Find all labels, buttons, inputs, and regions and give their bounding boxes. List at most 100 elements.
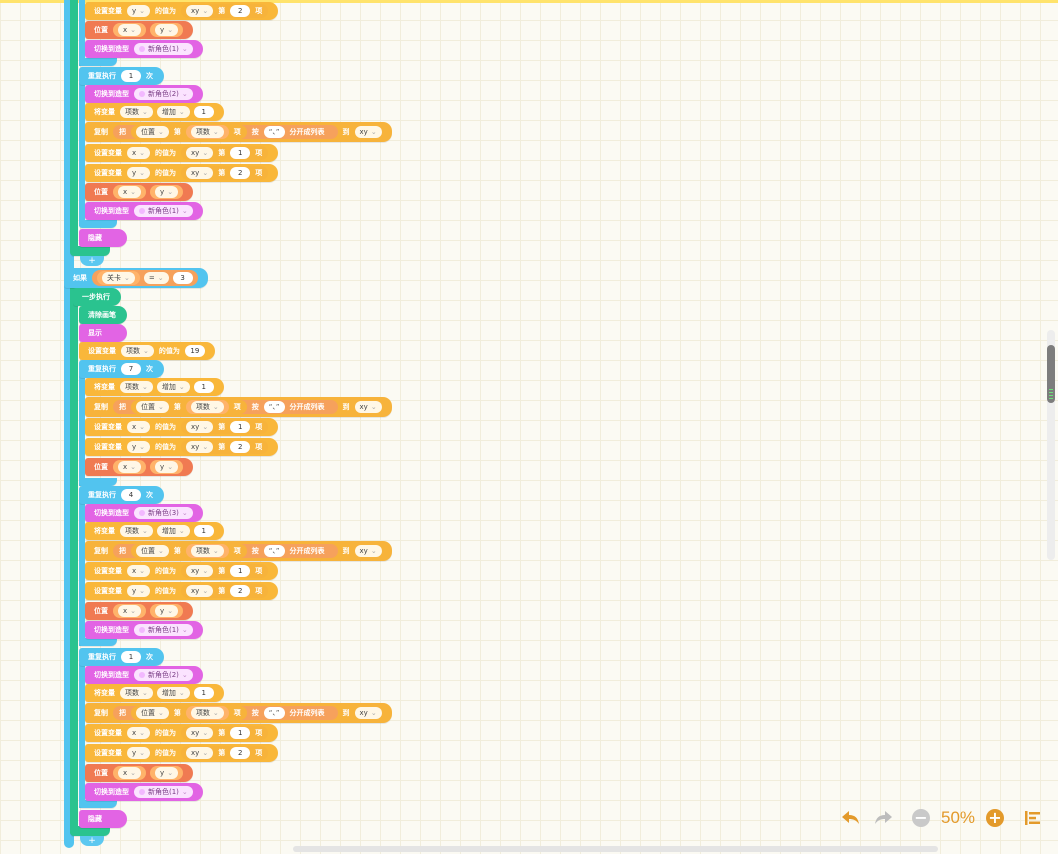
list-dropdown[interactable]: 位置 [136,401,169,413]
switch-costume-block[interactable]: 切换到造型 新角色(2) [85,85,203,103]
repeat-block[interactable]: 重复执行 4 次 [79,486,164,504]
index-reporter[interactable]: 项数 [185,125,229,139]
number-input[interactable]: 1 [193,687,214,699]
undo-icon[interactable] [840,807,862,829]
var-dropdown[interactable]: x [118,186,142,198]
switch-costume-block[interactable]: 切换到造型 新角色(1) [85,783,203,801]
repeat-block[interactable]: 重复执行 1 次 [79,67,164,85]
list-dropdown[interactable]: 位置 [136,707,169,719]
var-dropdown[interactable]: y [155,186,179,198]
list-dropdown[interactable]: xy [354,707,382,719]
redo-icon[interactable] [872,807,894,829]
var-dropdown[interactable]: y [155,767,179,779]
var-dropdown[interactable]: x [127,147,151,159]
set-var-block[interactable]: 设置变量 y 的值为 xy 第 2 项 [85,744,279,762]
y-reporter[interactable]: y [150,185,184,199]
number-input[interactable]: 4 [121,489,141,501]
costume-dropdown[interactable]: 新角色(2) [134,88,193,100]
delimiter-input[interactable]: “、” [263,707,285,719]
goto-xy-block[interactable]: 位置 x y [85,764,194,782]
number-input[interactable]: 1 [230,565,251,577]
goto-xy-block[interactable]: 位置 x y [85,21,194,39]
list-item-reporter[interactable]: xy 第 1 项 [181,420,269,434]
var-dropdown[interactable]: x [118,24,142,36]
var-dropdown[interactable]: 关卡 [102,272,135,284]
switch-costume-block[interactable]: 切换到造型 新角色(1) [85,202,203,220]
var-dropdown[interactable]: x [127,727,151,739]
var-dropdown[interactable]: 项数 [120,381,153,393]
vertical-scrollbar[interactable] [1047,345,1055,403]
set-var-block[interactable]: 设置变量 y 的值为 xy 第 2 项 [85,2,279,20]
var-dropdown[interactable]: x [118,461,142,473]
zoom-in-button[interactable]: + [986,809,1004,827]
var-dropdown[interactable]: y [155,461,179,473]
var-dropdown[interactable]: 项数 [190,545,224,557]
split-copy-block[interactable]: 复制 把 位置 第 项数 项 按 “、” 分开成列表 到 xy [85,397,392,417]
list-item-reporter[interactable]: 位置 第 项数 项 [131,706,247,720]
clear-pen-block[interactable]: 清除画笔 [79,306,127,324]
list-item-reporter[interactable]: xy 第 2 项 [181,440,269,454]
number-input[interactable]: 1 [193,381,214,393]
list-dropdown[interactable]: 位置 [136,126,169,138]
costume-dropdown[interactable]: 新角色(1) [134,786,193,798]
add-block-button-2[interactable]: + [80,836,104,846]
costume-dropdown[interactable]: 新角色(1) [134,624,193,636]
costume-dropdown[interactable]: 新角色(2) [134,669,193,681]
list-dropdown[interactable]: xy [186,421,214,433]
list-dropdown[interactable]: xy [186,747,214,759]
number-input[interactable]: 2 [230,167,251,179]
number-input[interactable]: 1 [121,651,141,663]
set-var-block[interactable]: 设置变量 y 的值为 xy 第 2 项 [85,582,279,600]
var-dropdown[interactable]: x [127,421,151,433]
list-item-reporter[interactable]: xy 第 2 项 [181,4,269,18]
change-var-block[interactable]: 将变量 项数 增加 1 [85,684,224,702]
var-dropdown[interactable]: y [127,167,151,179]
list-item-reporter[interactable]: 位置 第 项数 项 [131,125,247,139]
set-var-block[interactable]: 设置变量 y 的值为 xy 第 2 项 [85,438,279,456]
var-dropdown[interactable]: y [155,605,179,617]
split-copy-block[interactable]: 复制 把 位置 第 项数 项 按 “、” 分开成列表 到 xy [85,541,392,561]
var-dropdown[interactable]: 项数 [120,525,153,537]
number-input[interactable]: 1 [230,147,251,159]
number-input[interactable]: 2 [230,5,251,17]
var-dropdown[interactable]: y [127,441,151,453]
level-reporter[interactable]: 关卡 [97,271,140,285]
number-input[interactable]: 1 [193,106,214,118]
split-copy-block[interactable]: 复制 把 位置 第 项数 项 按 “、” 分开成列表 到 xy [85,703,392,723]
change-var-block[interactable]: 将变量 项数 增加 1 [85,522,224,540]
number-input[interactable]: 7 [121,363,141,375]
ba-reporter[interactable]: 把 位置 第 项数 项 按 “、” 分开成列表 [113,400,338,414]
var-dropdown[interactable]: 项数 [120,106,153,118]
goto-xy-block[interactable]: 位置 x y [85,183,194,201]
repeat-block[interactable]: 重复执行 7 次 [79,360,164,378]
list-dropdown[interactable]: xy [186,441,214,453]
zoom-out-button[interactable]: − [912,809,930,827]
list-dropdown[interactable]: xy [186,585,214,597]
index-reporter[interactable]: 项数 [185,400,229,414]
add-block-button-1[interactable]: + [80,256,104,266]
x-reporter[interactable]: x [113,604,147,618]
list-dropdown[interactable]: xy [186,5,214,17]
list-dropdown[interactable]: xy [186,147,214,159]
index-reporter[interactable]: 项数 [185,544,229,558]
switch-costume-block[interactable]: 切换到造型 新角色(3) [85,504,203,522]
switch-costume-block[interactable]: 切换到造型 新角色(1) [85,40,203,58]
horizontal-scrollbar[interactable] [293,846,938,852]
op-dropdown[interactable]: 增加 [156,106,190,118]
number-input[interactable]: 2 [230,747,251,759]
y-reporter[interactable]: y [150,604,184,618]
var-dropdown[interactable]: x [127,565,151,577]
set-var-block[interactable]: 设置变量 x 的值为 xy 第 1 项 [85,418,279,436]
number-input[interactable]: 1 [230,727,251,739]
var-dropdown[interactable]: y [127,5,151,17]
list-item-reporter[interactable]: xy 第 2 项 [181,166,269,180]
number-input[interactable]: 2 [230,441,251,453]
var-dropdown[interactable]: y [155,24,179,36]
list-dropdown[interactable]: 位置 [136,545,169,557]
x-reporter[interactable]: x [113,766,147,780]
set-var-block[interactable]: 设置变量 x 的值为 xy 第 1 项 [85,724,279,742]
op-dropdown[interactable]: 增加 [156,525,190,537]
op-dropdown[interactable]: 增加 [156,381,190,393]
var-dropdown[interactable]: x [118,767,142,779]
var-dropdown[interactable]: 项数 [190,401,224,413]
